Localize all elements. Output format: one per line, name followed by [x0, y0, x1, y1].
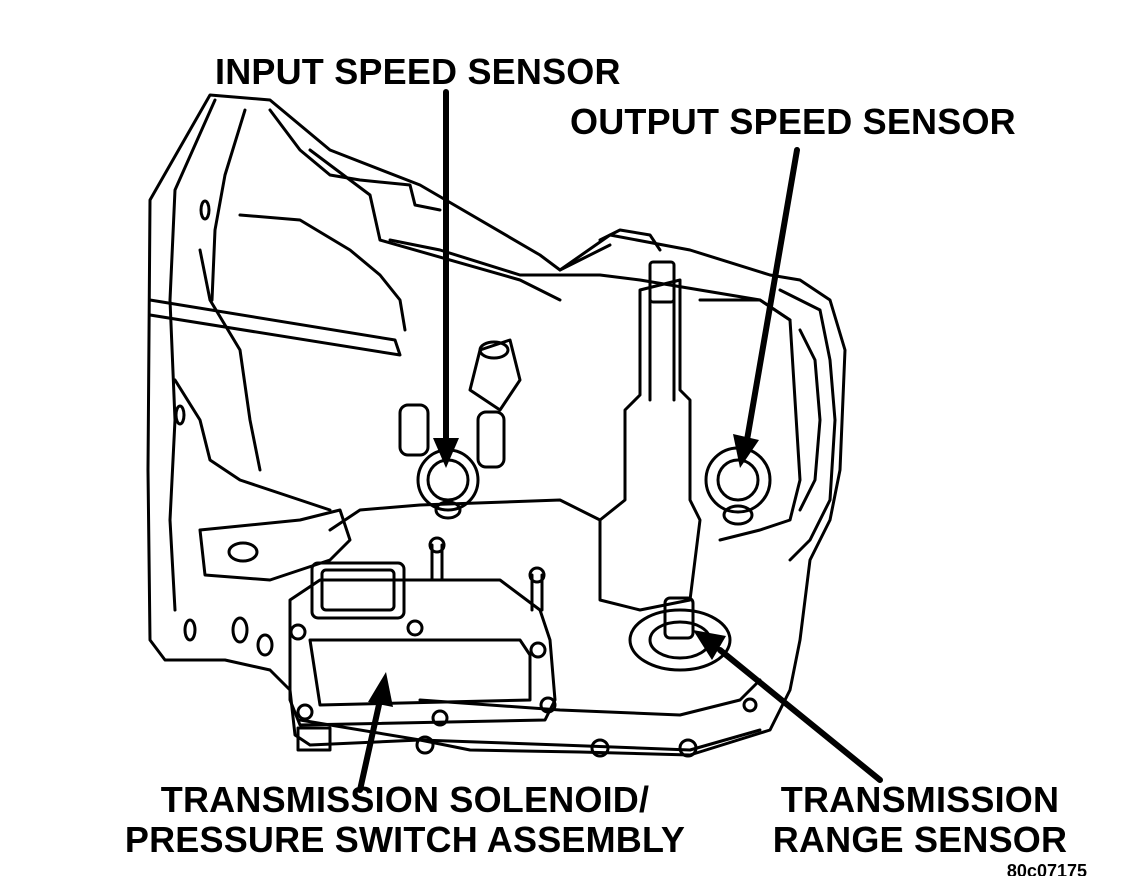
range-sensor-connector — [663, 596, 695, 640]
range-sensor-label-line1: TRANSMISSION — [780, 779, 1060, 820]
output-sensor-plug — [722, 504, 754, 526]
solenoid-leader — [357, 697, 383, 793]
input-sensor-plug — [434, 500, 462, 520]
mount-hole — [256, 633, 274, 657]
range-sensor-arrowhead — [693, 630, 726, 660]
pan-bolt — [742, 697, 758, 713]
solenoid-assembly — [288, 578, 557, 727]
output-speed-sensor-label: OUTPUT SPEED SENSOR — [570, 101, 1016, 142]
case-ridge — [388, 238, 792, 322]
input-sensor-arrowhead — [433, 438, 459, 468]
mount-hole — [231, 616, 249, 644]
rear-flange — [778, 288, 837, 562]
solenoid-stud-top — [528, 566, 546, 584]
figure-code: 80c07175 — [1006, 862, 1087, 876]
solenoid-bolt — [289, 623, 307, 641]
range-sensor-label-line2: RANGE SENSOR — [772, 819, 1068, 860]
input-sensor-nut — [426, 458, 470, 502]
solenoid-bolt — [539, 696, 557, 714]
output-sensor-nut — [716, 458, 760, 502]
range-sensor-leader — [717, 647, 883, 783]
solenoid-connector — [310, 561, 406, 620]
mount-hole — [183, 618, 197, 642]
solenoid-stud-top — [428, 536, 446, 554]
transmission-case-outline — [146, 93, 847, 757]
case-ridge — [558, 243, 612, 272]
solenoid-bolt — [296, 703, 314, 721]
solenoid-assembly-label-line2: PRESSURE SWITCH ASSEMBLY — [124, 819, 686, 860]
pan-bolt — [590, 738, 610, 758]
solenoid-cover — [308, 638, 532, 707]
mount-hole — [227, 541, 259, 563]
lower-case — [328, 498, 602, 532]
solenoid-bolt — [406, 619, 424, 637]
bell-housing-rib — [168, 98, 217, 612]
input-speed-sensor-label: INPUT SPEED SENSOR — [215, 51, 621, 92]
bell-housing-rib — [268, 108, 442, 212]
output-shaft-rod — [648, 298, 676, 402]
pipe — [398, 403, 430, 457]
solenoid-assembly-label-line1: TRANSMISSION SOLENOID/ — [160, 779, 650, 820]
bell-housing-rib — [198, 508, 352, 582]
bell-housing-rib — [148, 298, 402, 357]
solenoid-bolt — [431, 709, 449, 727]
mount-hole — [174, 404, 186, 426]
mount-hole — [199, 199, 211, 221]
output-housing-right — [698, 298, 802, 542]
center-boss-top — [478, 340, 510, 360]
pan-bolt — [678, 738, 698, 758]
solenoid-arrowhead — [368, 672, 393, 707]
range-sensor-well — [628, 608, 732, 672]
bell-housing-rib — [173, 378, 332, 512]
output-shaft — [648, 260, 676, 304]
pipe — [476, 410, 506, 469]
solenoid-assembly-label: TRANSMISSION SOLENOID/ PRESSURE SWITCH A… — [100, 780, 710, 860]
solenoid-tab — [296, 726, 332, 752]
pan-rail-inner — [418, 678, 762, 717]
bell-housing-rib — [210, 108, 247, 302]
case-ridge — [598, 228, 662, 252]
solenoid-connector-inner — [320, 568, 396, 612]
rear-flange-inner — [798, 328, 822, 512]
solenoid-bolt — [529, 641, 547, 659]
pan-rail — [298, 718, 762, 752]
bell-housing-rib — [198, 248, 262, 472]
bell-housing-rib — [238, 213, 407, 332]
pan-bolt — [415, 735, 435, 755]
range-sensor-label: TRANSMISSION RANGE SENSOR — [755, 780, 1085, 860]
center-boss — [468, 338, 522, 412]
output-sensor-leader — [744, 147, 800, 443]
bell-housing-rib — [308, 148, 562, 302]
output-sensor-arrowhead — [733, 434, 759, 468]
